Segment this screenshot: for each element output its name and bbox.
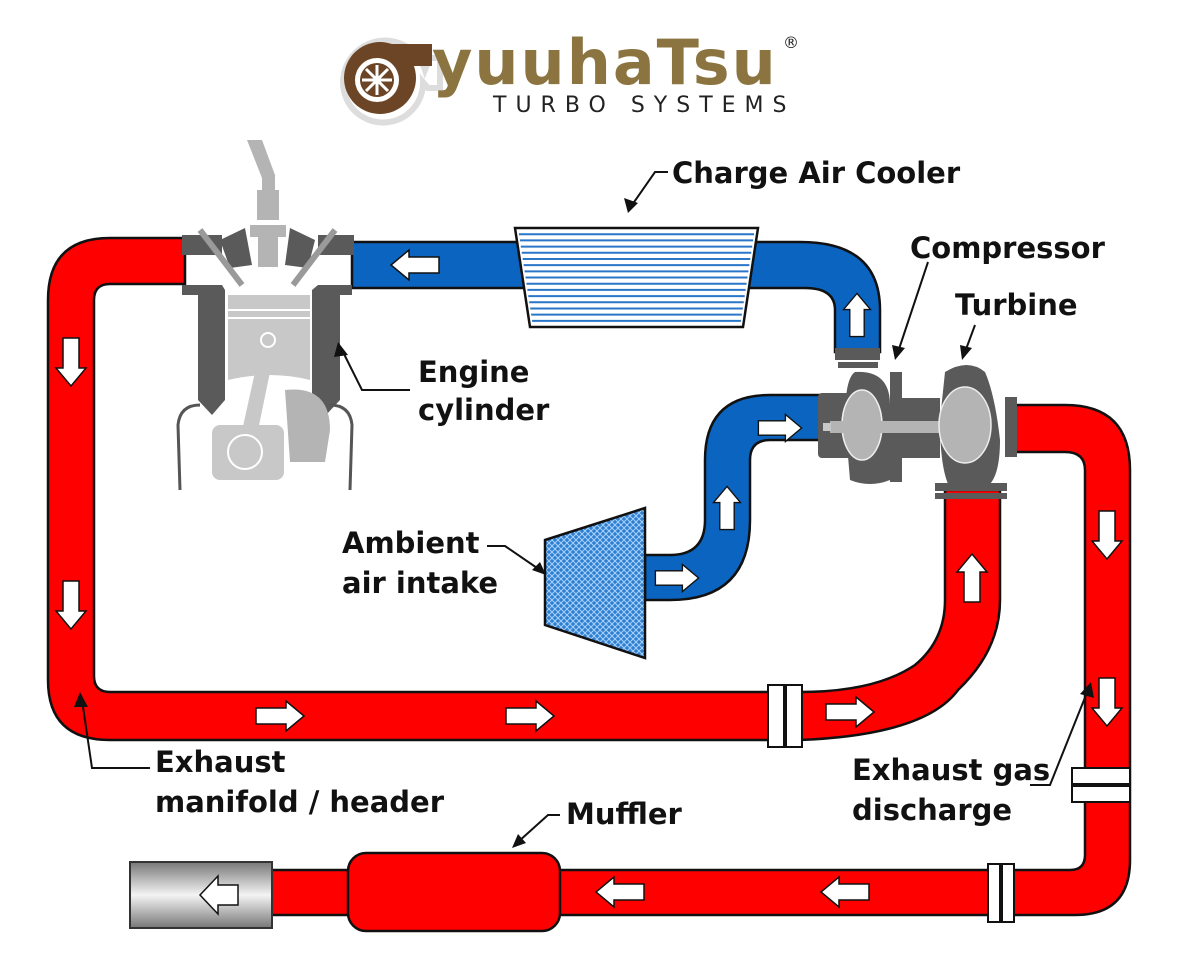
label-turbine: Turbine xyxy=(955,288,1078,322)
label-ambient-air-line1: Ambient xyxy=(342,526,480,560)
label-engine-cylinder-line2: cylinder xyxy=(418,393,550,427)
label-engine-cylinder-line1: Engine xyxy=(418,355,529,389)
brand-logo: yuuhaTsu TURBO SYSTEMS ® xyxy=(340,26,799,126)
exhaust-discharge-pipe xyxy=(268,403,1132,923)
tailpipe xyxy=(129,861,273,929)
label-charge-air-cooler: Charge Air Cooler xyxy=(672,156,961,190)
flow-arrow-left-icon xyxy=(198,874,239,916)
logo-tagline: TURBO SYSTEMS xyxy=(492,93,796,118)
label-exhaust-gas-line2: discharge xyxy=(852,793,1012,827)
leader-lines xyxy=(81,171,1089,843)
leader-arrowheads xyxy=(74,198,1094,848)
turbo-logo-icon xyxy=(340,37,443,126)
label-muffler: Muffler xyxy=(566,797,683,831)
pipe-flange xyxy=(767,684,803,748)
label-ambient-air-line2: air intake xyxy=(342,566,498,600)
turbine xyxy=(935,365,1017,499)
registered-mark: ® xyxy=(783,33,799,52)
logo-brand-text: yuuhaTsu xyxy=(432,26,778,99)
label-exhaust-manifold-line2: manifold / header xyxy=(155,785,445,819)
label-exhaust-manifold-line1: Exhaust xyxy=(155,745,286,779)
charge-air-cooler xyxy=(513,226,760,329)
exhaust-manifold-pipe xyxy=(46,236,1002,748)
label-compressor: Compressor xyxy=(910,231,1106,265)
turbocharger xyxy=(818,348,1017,499)
pipe-flange xyxy=(987,863,1015,923)
muffler xyxy=(346,851,562,933)
label-exhaust-gas-line1: Exhaust gas xyxy=(852,753,1050,787)
pipe-flange xyxy=(1071,767,1131,803)
engine-cylinder xyxy=(176,140,354,491)
ambient-air-filter xyxy=(543,506,647,660)
